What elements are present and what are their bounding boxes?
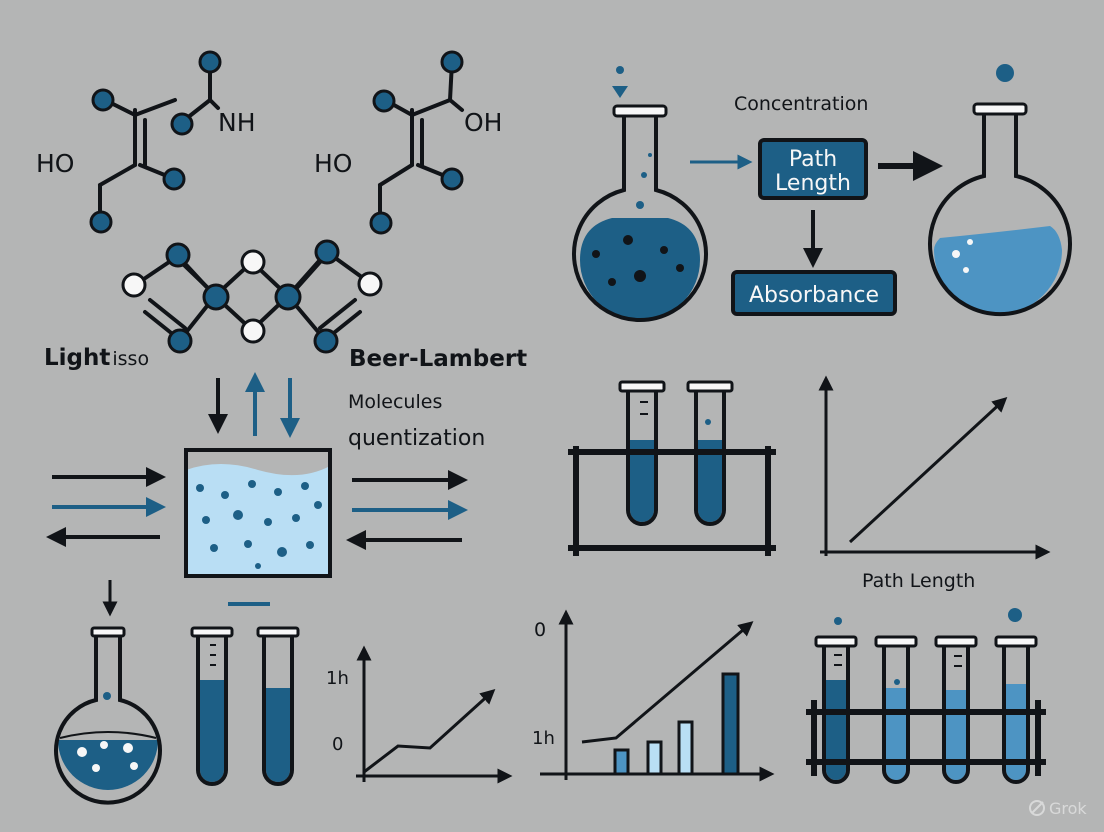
atom xyxy=(167,328,193,354)
atom xyxy=(91,88,115,112)
beaker-icon xyxy=(184,448,332,578)
atom xyxy=(165,242,191,268)
small-chart-y-top-label: 1h xyxy=(326,668,349,689)
molecules-label: Molecules xyxy=(348,391,442,413)
atom xyxy=(198,50,222,74)
absorbance-box: Absorbance xyxy=(731,270,897,316)
atom xyxy=(440,167,464,191)
atom xyxy=(274,283,302,311)
atom xyxy=(240,249,266,275)
atom xyxy=(240,318,266,344)
atom xyxy=(121,272,147,298)
test-tube-icon xyxy=(256,626,300,786)
arrow-icon xyxy=(208,372,300,438)
test-tube-rack xyxy=(568,380,776,556)
molecule-right xyxy=(369,50,464,235)
atom xyxy=(357,271,383,297)
test-tube-icon xyxy=(994,635,1038,784)
molecule-left-ho-label: HO xyxy=(36,149,74,178)
small-line-chart xyxy=(356,645,513,784)
atom xyxy=(170,112,194,136)
atom xyxy=(369,211,393,235)
test-tube-icon xyxy=(618,380,666,526)
line-chart xyxy=(818,375,1051,560)
atom xyxy=(440,50,464,74)
bar xyxy=(613,748,630,776)
test-tube-icon xyxy=(814,635,858,784)
beer-lambert-label: Beer-Lambert xyxy=(349,346,527,372)
atom xyxy=(202,283,230,311)
test-tube-icon xyxy=(190,626,234,786)
quantization-label: quentization xyxy=(348,426,485,451)
bar xyxy=(646,740,663,776)
flask-icon xyxy=(928,64,1072,317)
small-chart-y-bottom-label: 0 xyxy=(332,734,343,755)
test-tube-icon xyxy=(686,380,734,526)
grok-logo-icon xyxy=(1029,800,1045,816)
molecule-right-oh-label: OH xyxy=(464,108,502,137)
flask-icon xyxy=(54,626,162,805)
molecule-right-ho-label: HO xyxy=(314,149,352,178)
atom xyxy=(372,89,396,113)
arrow-icon xyxy=(46,467,166,547)
bar xyxy=(721,672,740,776)
arrow-icon xyxy=(346,470,468,550)
molecule-left xyxy=(89,50,222,234)
atom xyxy=(162,167,186,191)
concentration-label: Concentration xyxy=(734,93,868,115)
atom xyxy=(313,328,339,354)
path-length-line2: Length xyxy=(775,171,851,196)
test-tube-rack xyxy=(806,608,1046,784)
atom xyxy=(89,210,113,234)
bar-chart-y-top-label: 0 xyxy=(534,619,546,641)
flask-icon xyxy=(572,66,708,322)
grok-watermark: Grok xyxy=(1029,799,1087,818)
path-length-box: Path Length xyxy=(758,138,868,200)
bar-chart xyxy=(540,609,775,782)
chart-xlabel: Path Length xyxy=(862,570,975,592)
absorbance-label: Absorbance xyxy=(749,283,879,308)
path-length-line1: Path xyxy=(789,147,837,172)
watermark-text: Grok xyxy=(1049,799,1087,818)
molecule-left-nh-label: NH xyxy=(218,108,256,137)
bar-chart-y-mid-label: 1h xyxy=(532,728,555,749)
atom xyxy=(314,239,340,265)
molecule-lattice xyxy=(121,239,383,354)
bar xyxy=(677,720,694,776)
